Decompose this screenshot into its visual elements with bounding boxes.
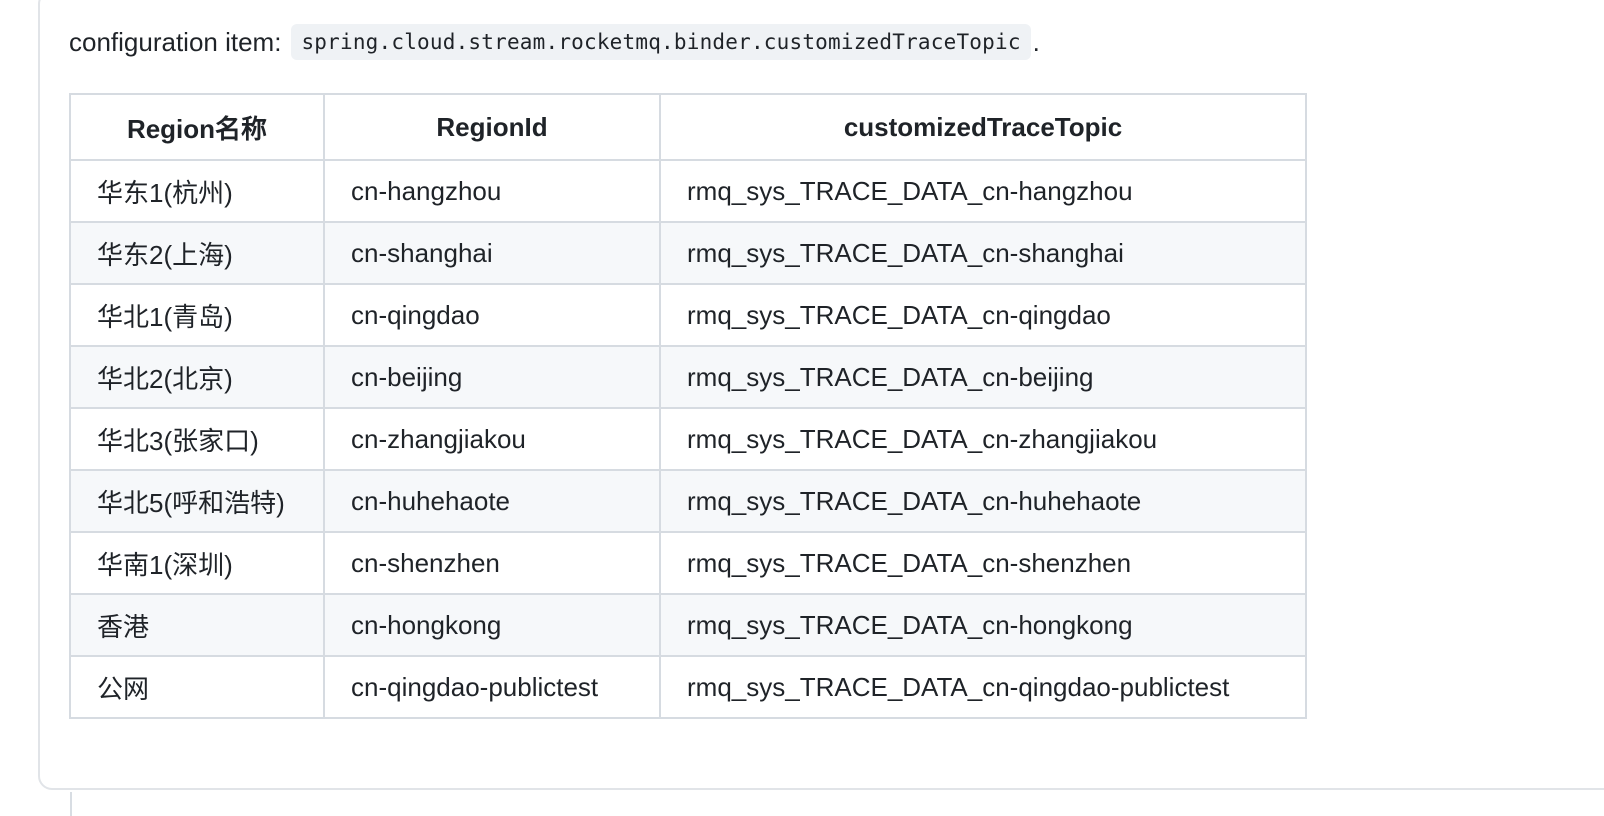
cell-region-name: 华北5(呼和浩特) <box>69 469 325 533</box>
cell-region-id: cn-hongkong <box>323 593 661 657</box>
table-header-row: Region名称 RegionId customizedTraceTopic <box>69 93 1307 161</box>
cell-region-name: 华北3(张家口) <box>69 407 325 471</box>
cell-trace-topic: rmq_sys_TRACE_DATA_cn-hangzhou <box>659 159 1307 223</box>
cell-region-id: cn-shanghai <box>323 221 661 285</box>
table-row: 华北3(张家口) cn-zhangjiakou rmq_sys_TRACE_DA… <box>69 407 1307 471</box>
cell-region-name: 华北1(青岛) <box>69 283 325 347</box>
header-region-id: RegionId <box>323 93 661 161</box>
table-row: 香港 cn-hongkong rmq_sys_TRACE_DATA_cn-hon… <box>69 593 1307 657</box>
cell-trace-topic: rmq_sys_TRACE_DATA_cn-beijing <box>659 345 1307 409</box>
cell-trace-topic: rmq_sys_TRACE_DATA_cn-hongkong <box>659 593 1307 657</box>
config-item-label: configuration item: <box>69 26 282 57</box>
cell-region-id: cn-qingdao-publictest <box>323 655 661 719</box>
cell-region-id: cn-qingdao <box>323 283 661 347</box>
divider-line <box>70 792 72 816</box>
cell-region-name: 华东1(杭州) <box>69 159 325 223</box>
config-item-line: configuration item: spring.cloud.stream.… <box>69 22 1040 62</box>
cell-region-id: cn-huhehaote <box>323 469 661 533</box>
table-row: 华南1(深圳) cn-shenzhen rmq_sys_TRACE_DATA_c… <box>69 531 1307 595</box>
header-trace-topic: customizedTraceTopic <box>659 93 1307 161</box>
cell-trace-topic: rmq_sys_TRACE_DATA_cn-huhehaote <box>659 469 1307 533</box>
cell-region-id: cn-shenzhen <box>323 531 661 595</box>
table-row: 华北5(呼和浩特) cn-huhehaote rmq_sys_TRACE_DAT… <box>69 469 1307 533</box>
table-row: 华东1(杭州) cn-hangzhou rmq_sys_TRACE_DATA_c… <box>69 159 1307 223</box>
cell-region-id: cn-hangzhou <box>323 159 661 223</box>
cell-region-name: 香港 <box>69 593 325 657</box>
region-table: Region名称 RegionId customizedTraceTopic 华… <box>69 93 1307 719</box>
config-item-code: spring.cloud.stream.rocketmq.binder.cust… <box>291 24 1031 60</box>
cell-trace-topic: rmq_sys_TRACE_DATA_cn-zhangjiakou <box>659 407 1307 471</box>
cell-trace-topic: rmq_sys_TRACE_DATA_cn-shenzhen <box>659 531 1307 595</box>
cell-region-name: 公网 <box>69 655 325 719</box>
cell-trace-topic: rmq_sys_TRACE_DATA_cn-qingdao-publictest <box>659 655 1307 719</box>
header-region-name: Region名称 <box>69 93 325 161</box>
table-row: 华北1(青岛) cn-qingdao rmq_sys_TRACE_DATA_cn… <box>69 283 1307 347</box>
table-row: 华东2(上海) cn-shanghai rmq_sys_TRACE_DATA_c… <box>69 221 1307 285</box>
cell-region-name: 华南1(深圳) <box>69 531 325 595</box>
cell-region-id: cn-beijing <box>323 345 661 409</box>
cell-trace-topic: rmq_sys_TRACE_DATA_cn-qingdao <box>659 283 1307 347</box>
cell-trace-topic: rmq_sys_TRACE_DATA_cn-shanghai <box>659 221 1307 285</box>
cell-region-id: cn-zhangjiakou <box>323 407 661 471</box>
table-row: 华北2(北京) cn-beijing rmq_sys_TRACE_DATA_cn… <box>69 345 1307 409</box>
config-item-period: . <box>1032 26 1040 57</box>
cell-region-name: 华东2(上海) <box>69 221 325 285</box>
cell-region-name: 华北2(北京) <box>69 345 325 409</box>
table-row: 公网 cn-qingdao-publictest rmq_sys_TRACE_D… <box>69 655 1307 719</box>
